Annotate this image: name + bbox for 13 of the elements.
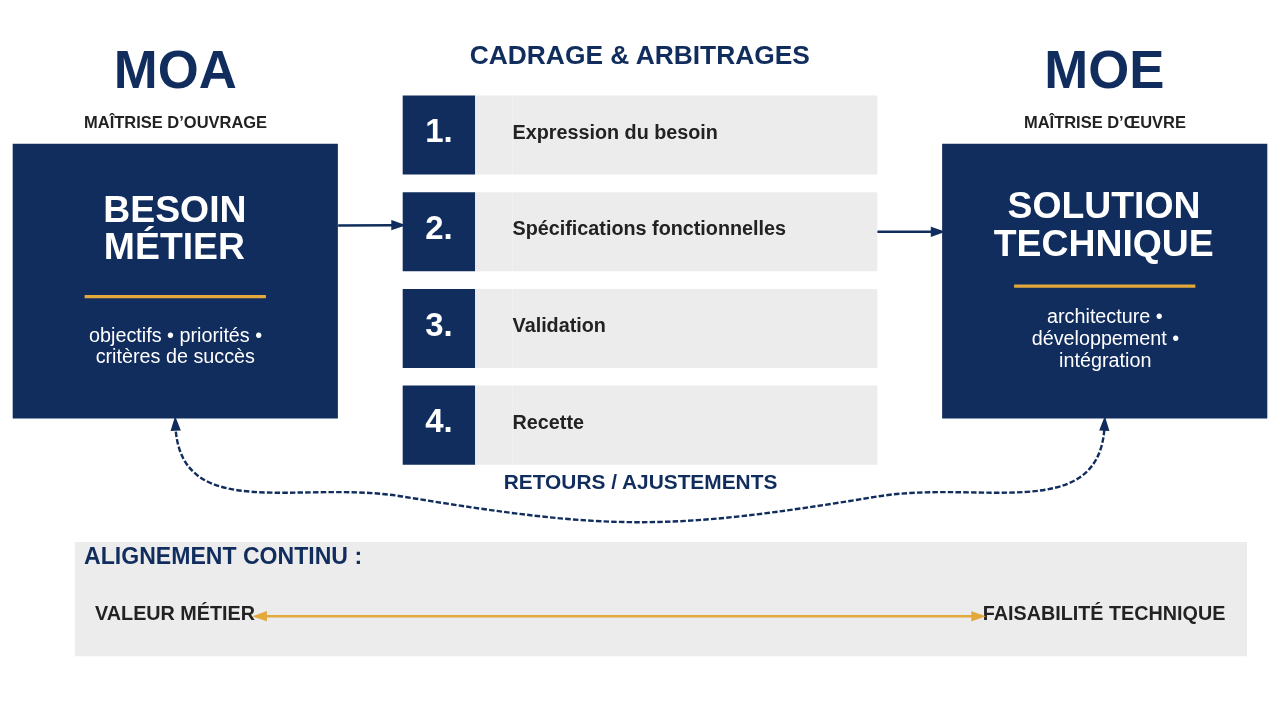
node-label: MOA — [113, 39, 237, 99]
node-text: VALEUR MÉTIER — [95, 601, 256, 624]
node-label: MAÎTRISE D’OUVRAGE — [84, 112, 268, 131]
arrow — [252, 610, 987, 621]
node-box: SOLUTION TECHNIQUE architecture • développement • intégration — [942, 143, 1268, 418]
node-label: MOE — [1044, 39, 1165, 99]
label: CADRAGE & ARBITRAGES — [469, 39, 810, 70]
node-label: MAÎTRISE D’ŒUVRE — [1023, 112, 1186, 131]
edge-label: RETOURS / AJUSTEMENTS — [503, 469, 778, 493]
node-text: FAISABILITÉ TECHNIQUE — [982, 601, 1226, 624]
node-box: BESOIN MÉTIER objectifs • priorités • critères de succès — [12, 143, 338, 418]
arrow — [877, 226, 946, 237]
arrow — [170, 415, 1110, 523]
